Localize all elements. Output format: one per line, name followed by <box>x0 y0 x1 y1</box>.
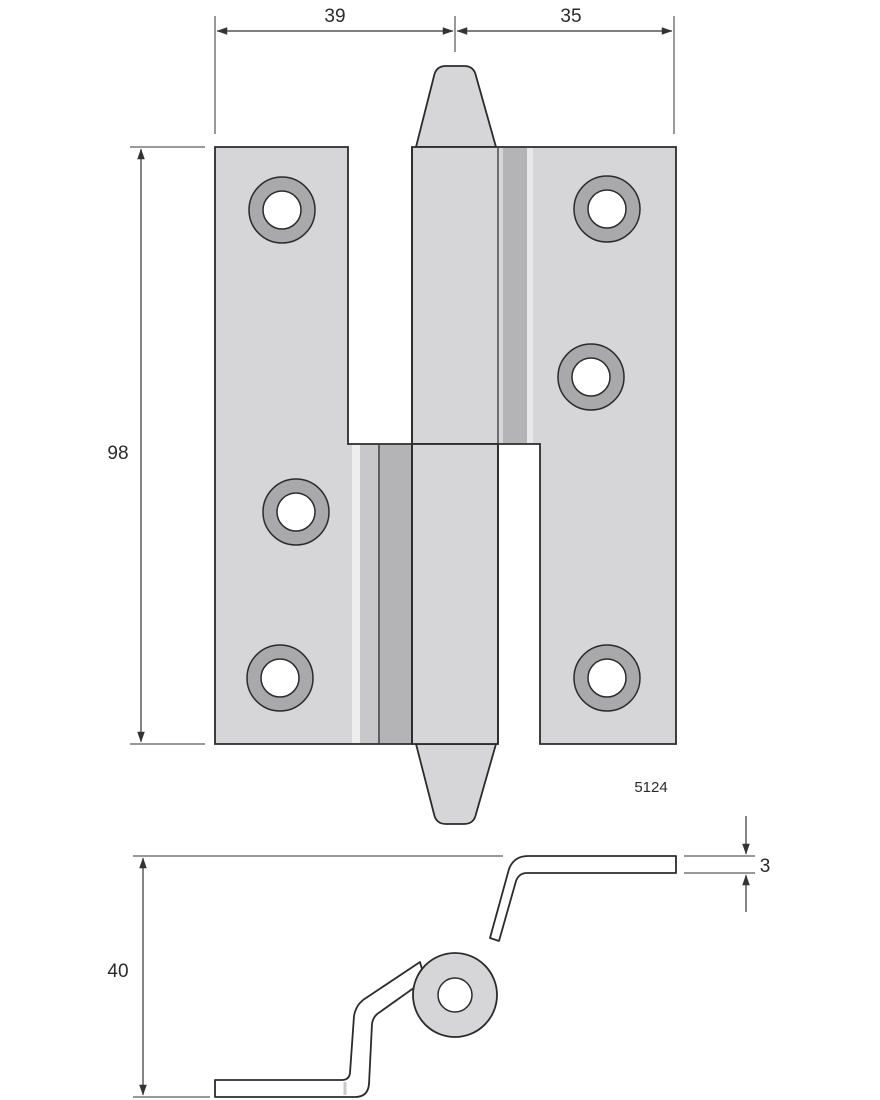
right-width-label: 35 <box>560 6 581 27</box>
left-knuckle-highlight <box>352 445 360 743</box>
thickness-dimension: 3 <box>684 816 770 912</box>
lower-pin-tip <box>414 743 498 825</box>
left-width-label: 39 <box>324 6 345 27</box>
part-number: 5124 <box>634 779 667 796</box>
profile-height-dimension: 40 <box>107 855 503 1098</box>
right-knuckle-highlight <box>527 148 533 443</box>
left-knuckle-shade <box>380 445 411 743</box>
profile-height-label: 40 <box>107 961 128 982</box>
profile-leaf-lower <box>214 961 426 1098</box>
screw-hole <box>246 644 314 712</box>
screw-hole <box>573 644 641 712</box>
height-dimension: 98 <box>107 146 205 745</box>
upper-pin-tip <box>414 65 498 148</box>
hinge-profile-view <box>214 855 677 1098</box>
screw-hole <box>262 478 330 546</box>
right-knuckle-shade <box>503 148 527 443</box>
lower-knuckle <box>411 443 499 745</box>
height-label: 98 <box>107 443 128 464</box>
screw-hole <box>248 176 316 244</box>
left-knuckle-mid <box>360 445 378 743</box>
screw-hole <box>573 175 641 243</box>
hinge-front-view <box>214 65 677 825</box>
screw-hole <box>557 343 625 411</box>
thickness-label: 3 <box>760 856 771 877</box>
width-dimensions: 39 35 <box>214 6 675 134</box>
profile-pin-hole <box>437 977 473 1013</box>
profile-leaf <box>489 855 677 942</box>
